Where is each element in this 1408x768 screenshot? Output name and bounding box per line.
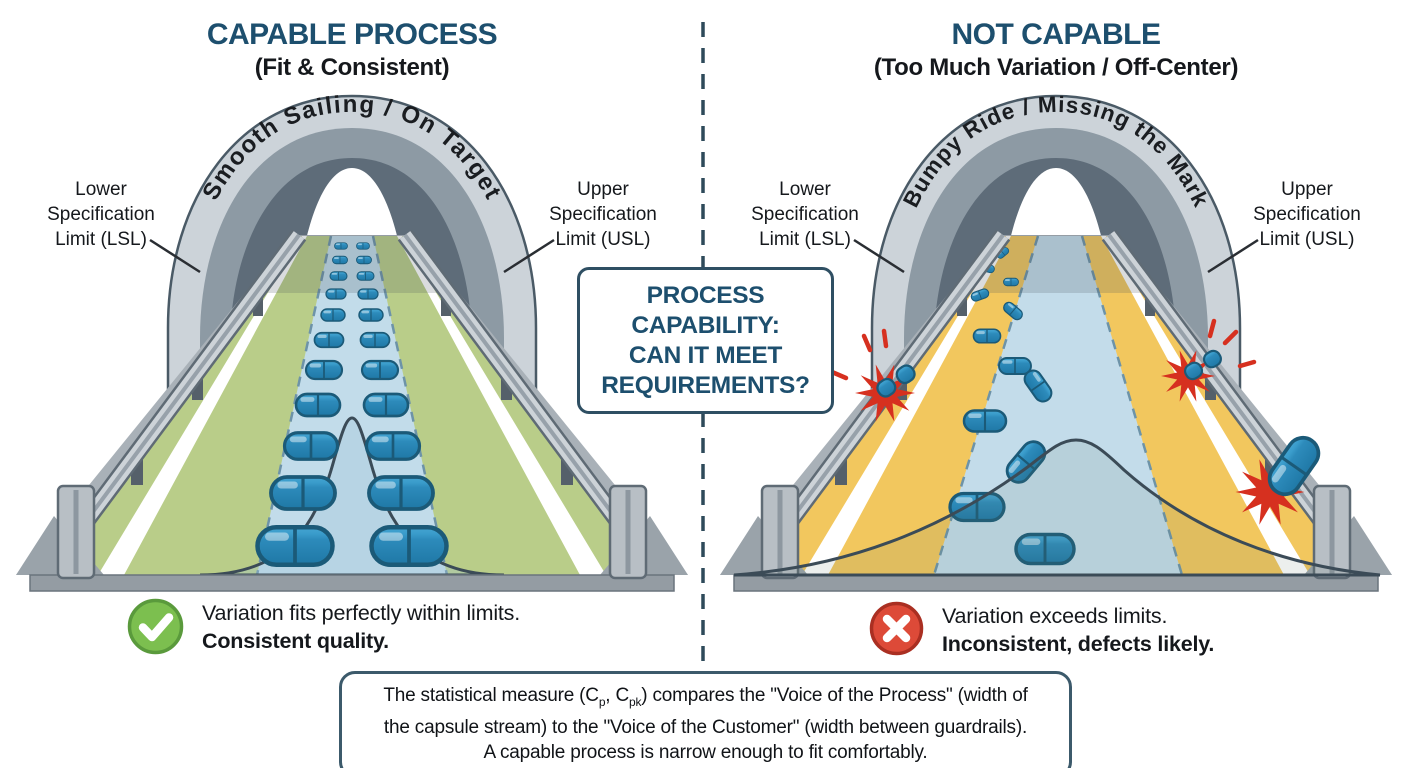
capable-process-illustration: Smooth Sailing / On Target — [16, 91, 688, 592]
note-line-2: the capsule stream) to the "Voice of the… — [383, 716, 1028, 738]
left-panel-subtitle: (Fit & Consistent) — [254, 54, 450, 81]
right-panel-subtitle: (Too Much Variation / Off-Center) — [873, 54, 1239, 81]
check-circle-icon — [127, 598, 184, 655]
note-line-1: The statistical measure (Cp, Cpk) compar… — [383, 685, 1028, 709]
usl-pointer-line — [503, 238, 555, 274]
lsl-label-right: Lower Specification Limit (LSL) — [751, 179, 859, 250]
not-capable-caption: Variation exceeds limits. Inconsistent, … — [869, 601, 1214, 658]
note-line-3: A capable process is narrow enough to fi… — [483, 741, 928, 763]
road-base — [733, 574, 1379, 592]
usl-label-right: Upper Specification Limit (USL) — [1253, 179, 1361, 250]
not-capable-illustration: Bumpy Ride / Missing the Mark — [720, 92, 1392, 592]
left-panel-title: CAPABLE PROCESS — [206, 18, 498, 51]
road-not-capable — [720, 235, 1392, 576]
capable-caption-text: Variation fits perfectly within limits. … — [202, 601, 520, 653]
guardrail-crash-left — [829, 328, 919, 422]
usl-label-left: Upper Specification Limit (USL) — [549, 179, 657, 250]
road-base — [29, 574, 675, 592]
lsl-label-left: Lower Specification Limit (LSL) — [47, 179, 155, 250]
lsl-pointer-line — [149, 238, 201, 274]
wide-bell-curve — [733, 438, 1381, 577]
usl-pointer-line — [1207, 238, 1259, 274]
x-circle-icon — [869, 601, 924, 656]
right-panel-title: NOT CAPABLE — [951, 18, 1161, 51]
not-capable-caption-text: Variation exceeds limits. Inconsistent, … — [942, 604, 1215, 656]
capable-caption: Variation fits perfectly within limits. … — [127, 598, 520, 655]
statistical-note-box: The statistical measure (Cp, Cpk) compar… — [339, 671, 1072, 768]
center-question-box: PROCESS CAPABILITY: CAN IT MEET REQUIREM… — [577, 267, 834, 414]
guardrails-capable — [56, 229, 648, 580]
lsl-pointer-line — [853, 238, 905, 274]
guardrail-crash-right-upper — [1161, 318, 1257, 402]
